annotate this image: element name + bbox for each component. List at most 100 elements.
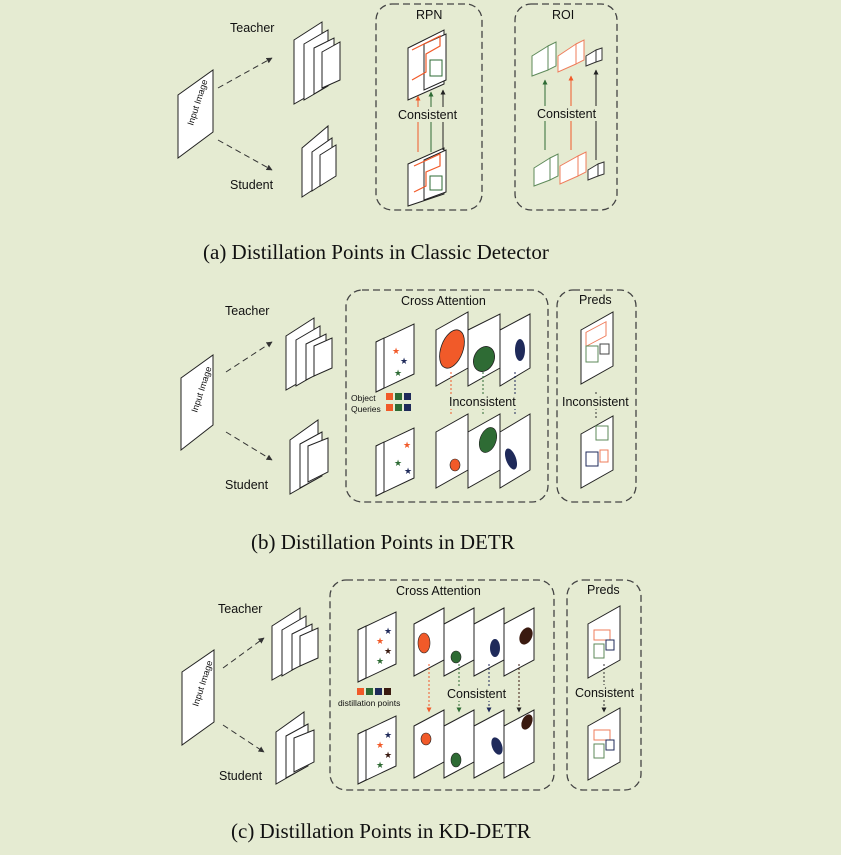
star-navy-c1: ★ (384, 626, 392, 636)
student-attn-map-b3 (499, 413, 531, 489)
cross-label-bg-c (444, 686, 514, 701)
pred-box-green-b2 (595, 425, 609, 441)
star-brown-c2: ★ (384, 750, 392, 760)
roi-box (514, 3, 618, 211)
star-green-c2: ★ (376, 760, 384, 770)
input-image-c (181, 649, 215, 746)
attn-blob-navy-c1 (490, 639, 500, 657)
attn-blob-navy-c2 (491, 737, 503, 755)
attn-blob-red-b2 (449, 458, 461, 472)
student-backbone-a (301, 124, 337, 198)
object-queries-label-1: Object (351, 393, 376, 403)
star-navy-b2: ★ (404, 466, 412, 476)
attn-blob-navy-b1 (515, 339, 525, 361)
roi-student-feature (533, 151, 605, 187)
arrow-to-student-a (217, 139, 273, 171)
arrow-to-student-b (225, 431, 273, 461)
teacher-label-b: Teacher (225, 304, 269, 318)
star-navy-b1: ★ (400, 356, 408, 366)
attn-blob-green-c1 (450, 650, 462, 664)
pred-box-navy-c2 (605, 739, 615, 751)
preds-label-bg-b (561, 394, 633, 409)
query-green-b2 (395, 404, 402, 411)
preds-title-b: Preds (579, 293, 612, 307)
panel-a: Input Image Teacher Student RPN (177, 3, 618, 264)
attn-blob-green-c2 (450, 752, 462, 768)
student-backbone-c (275, 711, 315, 785)
cross-attention-title-c: Cross Attention (396, 584, 481, 598)
student-attn-map-c2 (443, 709, 475, 779)
student-label-a: Student (230, 178, 274, 192)
attn-blob-navy-b2 (504, 448, 518, 470)
input-image-a (177, 69, 214, 159)
cross-consistency-label-c: Consistent (447, 687, 507, 701)
student-label-b: Student (225, 478, 269, 492)
student-query-map-c (357, 715, 397, 785)
preds-title-c: Preds (587, 583, 620, 597)
star-navy-c2: ★ (384, 730, 392, 740)
arrow-to-teacher-a (217, 57, 273, 89)
cross-attention-box-b (345, 289, 549, 503)
star-red-b2: ★ (403, 440, 411, 450)
point-red-c (357, 688, 364, 695)
pred-box-navy-b2 (585, 451, 599, 467)
arrow-to-teacher-b (225, 341, 273, 373)
rpn-title: RPN (416, 8, 442, 22)
query-red-b2 (386, 404, 393, 411)
rpn-teacher-feature (407, 29, 447, 101)
query-navy-b1 (404, 393, 411, 400)
attn-blob-red-c2 (420, 732, 432, 746)
attn-blob-brown-c2 (521, 714, 533, 730)
pred-box-green-c1 (593, 643, 605, 659)
attn-blob-green-b2 (478, 427, 498, 453)
preds-consistency-label-c: Consistent (575, 686, 635, 700)
attn-blob-red-c1 (417, 632, 431, 654)
star-green-c1: ★ (376, 656, 384, 666)
pred-box-green-b1 (585, 345, 599, 363)
input-image-b (180, 354, 214, 452)
query-navy-b2 (404, 404, 411, 411)
star-brown-c1: ★ (384, 646, 392, 656)
teacher-label-c: Teacher (218, 602, 262, 616)
rpn-label-bg (398, 107, 464, 122)
pred-box-red-c1 (593, 629, 611, 641)
point-green-c (366, 688, 373, 695)
query-green-b1 (395, 393, 402, 400)
distillation-points-label: distillation points (338, 698, 400, 708)
arrow-to-student-c (222, 724, 265, 753)
point-navy-c (375, 688, 382, 695)
rpn-student-feature (407, 147, 447, 207)
student-query-map-b (375, 427, 415, 497)
cross-consistency-label-b: Inconsistent (449, 395, 516, 409)
roi-teacher-feature (531, 39, 603, 77)
teacher-query-map-b (375, 323, 415, 393)
pred-box-green-c2 (593, 743, 605, 759)
caption-b: (b) Distillation Points in DETR (251, 530, 515, 554)
roi-consistency-label: Consistent (537, 107, 597, 121)
student-backbone-b (289, 419, 329, 495)
panel-c: Input Image Teacher Student Cross Attent… (181, 579, 642, 843)
caption-c: (c) Distillation Points in KD-DETR (231, 819, 531, 843)
preds-label-bg-c (572, 685, 638, 700)
attn-blob-green-b1 (473, 346, 495, 372)
student-attn-map-b1 (435, 413, 469, 489)
teacher-backbone-c (271, 607, 319, 681)
teacher-pred-map-b (580, 311, 614, 385)
pred-box-red-b1 (585, 321, 607, 348)
pred-box-red-b2 (599, 449, 609, 463)
star-green-b2: ★ (394, 458, 402, 468)
cross-attention-title-b: Cross Attention (401, 294, 486, 308)
preds-consistency-label-b: Inconsistent (562, 395, 629, 409)
star-red-c2: ★ (376, 740, 384, 750)
preds-box-c (566, 579, 642, 791)
star-red-b1: ★ (392, 346, 400, 356)
attn-blob-brown-c1 (519, 627, 533, 645)
rpn-box (375, 3, 483, 211)
teacher-pred-map-c (587, 605, 621, 679)
roi-title: ROI (552, 8, 574, 22)
object-queries-label-2: Queries (351, 404, 381, 414)
attn-blob-red-b1 (439, 329, 465, 369)
arrow-to-teacher-c (222, 637, 265, 669)
pred-box-navy-c1 (605, 639, 615, 651)
